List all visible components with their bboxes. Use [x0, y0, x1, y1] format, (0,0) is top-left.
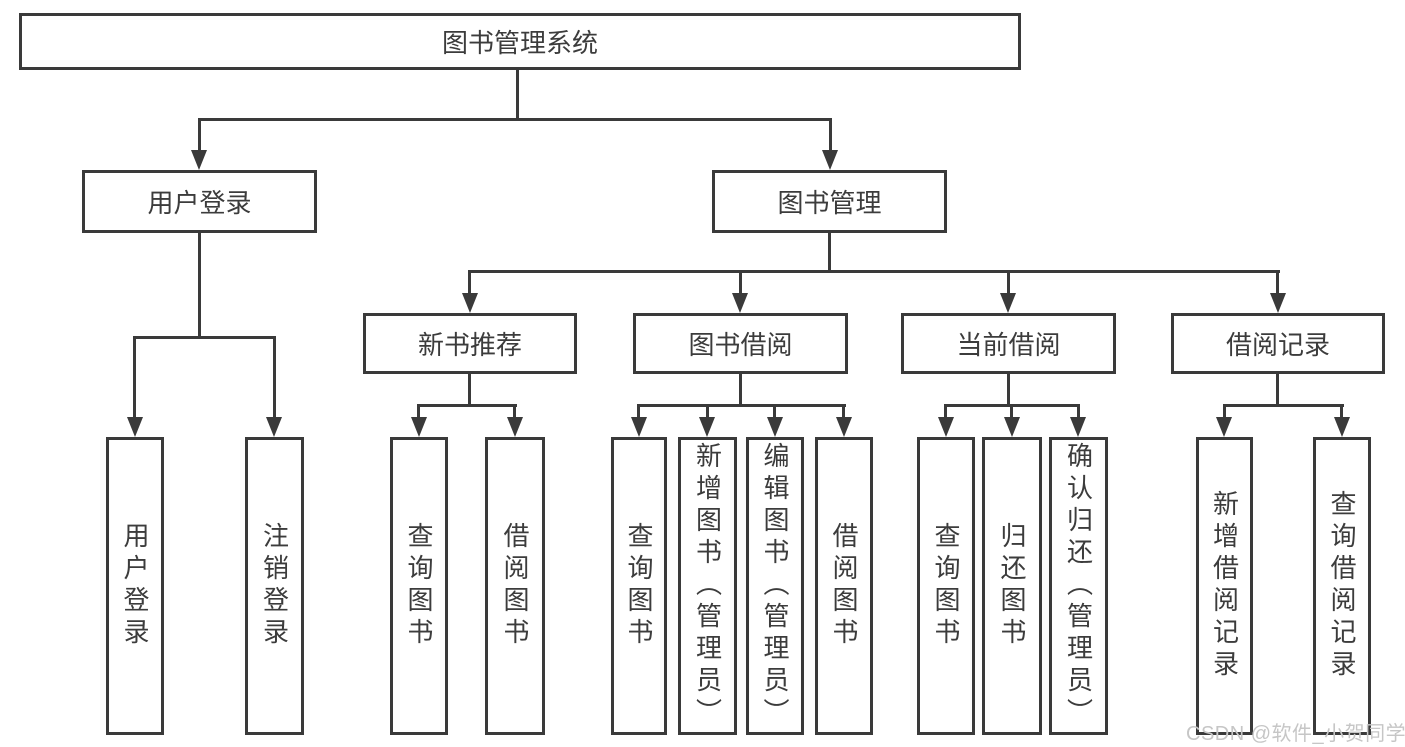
connector-line — [513, 404, 516, 421]
connector-line — [706, 404, 709, 421]
connector-line — [273, 336, 276, 421]
arrow-down-icon — [1270, 293, 1286, 313]
connector-line — [1276, 270, 1279, 298]
arrow-down-icon — [507, 417, 523, 437]
node-borrow-records: 借阅记录 — [1171, 313, 1385, 374]
arrow-down-icon — [732, 293, 748, 313]
connector-line — [198, 233, 201, 337]
node-label: 查询图书 — [624, 522, 654, 650]
node-library-management-system: 图书管理系统 — [19, 13, 1021, 70]
connector-line — [417, 404, 420, 421]
node-book-management: 图书管理 — [712, 170, 947, 233]
connector-line — [1340, 404, 1343, 421]
node-label: 用户登录 — [120, 522, 150, 650]
arrow-down-icon — [836, 417, 852, 437]
connector-line — [1010, 404, 1013, 421]
connector-line — [1223, 404, 1344, 407]
node-label: 编辑图书（管理员） — [760, 442, 790, 730]
leaf-borrow-books-borrow: 借阅图书 — [815, 437, 873, 735]
node-user-login: 用户登录 — [82, 170, 317, 233]
connector-line — [468, 270, 471, 298]
connector-line — [198, 118, 201, 156]
leaf-logout: 注销登录 — [245, 437, 304, 735]
node-label: 查询图书 — [931, 522, 961, 650]
arrow-down-icon — [1070, 417, 1086, 437]
arrow-down-icon — [938, 417, 954, 437]
connector-line — [739, 270, 742, 298]
connector-line — [468, 270, 1280, 273]
connector-line — [1007, 270, 1010, 298]
connector-line — [1276, 374, 1279, 407]
connector-line — [1077, 404, 1080, 421]
leaf-query-books-current: 查询图书 — [917, 437, 975, 735]
node-current-borrow: 当前借阅 — [901, 313, 1116, 374]
connector-line — [773, 404, 776, 421]
arrow-down-icon — [191, 150, 207, 170]
node-label: 查询图书 — [404, 522, 434, 650]
leaf-query-borrow-record: 查询借阅记录 — [1313, 437, 1371, 735]
node-label: 注销登录 — [259, 522, 290, 650]
node-label: 确认归还（管理员） — [1063, 442, 1094, 730]
connector-line — [133, 336, 276, 339]
connector-line — [133, 336, 136, 421]
connector-line — [637, 404, 640, 421]
arrow-down-icon — [1004, 417, 1020, 437]
node-book-borrow: 图书借阅 — [633, 313, 848, 374]
arrow-down-icon — [631, 417, 647, 437]
node-label: 当前借阅 — [956, 330, 1061, 360]
node-label: 查询借阅记录 — [1327, 490, 1357, 682]
leaf-return-book: 归还图书 — [982, 437, 1042, 735]
arrow-down-icon — [767, 417, 783, 437]
node-label: 图书借阅 — [688, 330, 793, 360]
arrow-down-icon — [699, 417, 715, 437]
node-label: 新书推荐 — [417, 330, 522, 360]
arrow-down-icon — [127, 417, 143, 437]
connector-line — [1007, 374, 1010, 407]
leaf-confirm-return-admin: 确认归还（管理员） — [1049, 437, 1108, 735]
connector-line — [637, 404, 846, 407]
node-label: 借阅记录 — [1225, 330, 1330, 360]
leaf-add-book-admin: 新增图书（管理员） — [678, 437, 737, 735]
arrow-down-icon — [1216, 417, 1232, 437]
connector-line — [198, 118, 832, 121]
arrow-down-icon — [1000, 293, 1016, 313]
node-label: 借阅图书 — [500, 522, 530, 650]
arrow-down-icon — [1334, 417, 1350, 437]
watermark: CSDN @软件_小贺同学 — [1186, 723, 1405, 745]
node-label: 归还图书 — [997, 522, 1027, 650]
arrow-down-icon — [822, 150, 838, 170]
connector-line — [739, 374, 742, 407]
leaf-query-books-borrow: 查询图书 — [611, 437, 667, 735]
leaf-add-borrow-record: 新增借阅记录 — [1196, 437, 1253, 735]
arrow-down-icon — [411, 417, 427, 437]
leaf-edit-book-admin: 编辑图书（管理员） — [746, 437, 804, 735]
connector-line — [944, 404, 947, 421]
connector-line — [1223, 404, 1226, 421]
node-label: 图书管理系统 — [441, 28, 598, 58]
connector-line — [417, 404, 517, 407]
node-label: 用户登录 — [147, 188, 252, 218]
connector-line — [516, 69, 519, 118]
leaf-user-login: 用户登录 — [106, 437, 164, 735]
node-label: 新增借阅记录 — [1209, 490, 1240, 682]
connector-line — [829, 118, 832, 156]
node-label: 借阅图书 — [829, 522, 859, 650]
connector-line — [842, 404, 845, 421]
node-label: 图书管理 — [777, 188, 882, 218]
arrow-down-icon — [266, 417, 282, 437]
node-new-book-recommend: 新书推荐 — [363, 313, 577, 374]
leaf-query-books-recommend: 查询图书 — [390, 437, 448, 735]
leaf-borrow-books-recommend: 借阅图书 — [485, 437, 545, 735]
connector-line — [468, 374, 471, 407]
node-label: 新增图书（管理员） — [692, 442, 723, 730]
connector-line — [828, 233, 831, 273]
arrow-down-icon — [462, 293, 478, 313]
